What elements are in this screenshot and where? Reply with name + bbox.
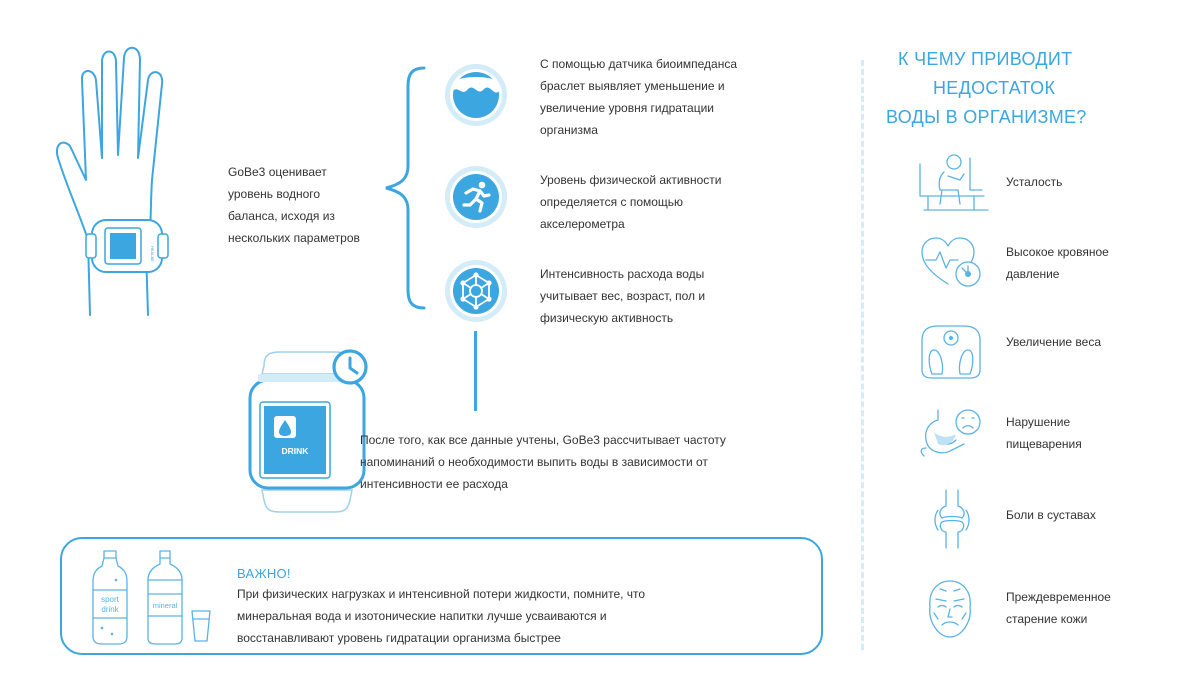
molecule-icon [445,260,507,322]
mineral-water-bottle-icon: mineral [147,550,183,645]
effect-weight-gain: Увеличение веса [912,320,1172,380]
stomach-icon [920,409,981,457]
hand-with-band-illustration: HEALBE [56,46,169,316]
band-screen-label: DRINK [282,446,310,456]
effect-label: Высокое кровяное давление [1006,245,1109,281]
bottle1-line2: drink [101,605,119,614]
clock-icon [332,349,368,385]
important-title: ВАЖНО! [237,566,291,581]
effect-blood-pressure: Высокое кровяное давление [912,234,1172,294]
tired-person-icon [919,154,989,211]
sport-drink-bottle-icon: sport drink [92,550,128,645]
bottle1-line1: sport [101,595,120,604]
parameter-text: С помощью датчика биоимпеданса браслет в… [540,57,738,137]
band-brand: HEALBE [278,466,312,473]
scale-feet-icon [921,325,981,379]
band-side-brand: HEALBE [150,246,155,262]
water-wave-icon [445,64,507,126]
important-text: При физических нагрузках и интенсивной п… [237,587,646,645]
heart-pressure-icon [921,237,981,287]
effect-digestion: Нарушение пищеварения [912,404,1172,464]
connector-line [474,331,477,411]
aging-face-icon [929,580,971,638]
running-person-icon [445,166,507,228]
effect-fatigue: Усталость [912,150,1172,211]
reminder-text: После того, как все данные учтены, GoBe3… [360,433,726,491]
hand-text: GoBe3 оценивает уровень водного баланса,… [228,165,360,245]
curly-brace [385,66,426,310]
right-title-line3: ВОДЫ В ОРГАНИЗМЕ? [886,107,1087,127]
effect-joint-pain: Боли в суставах [912,488,1172,549]
effect-label: Преждевременное старение кожи [1006,590,1111,626]
important-box: sport drink mineral ВАЖНО! При физически… [60,537,823,655]
effect-label: Боли в суставах [1006,508,1096,522]
parameter-text: Интенсивность расхода воды учитывает вес… [540,267,706,325]
glass-icon [191,610,211,642]
knee-joint-icon [934,489,970,549]
parameter-bioimpedance: С помощью датчика биоимпеданса браслет в… [444,57,764,141]
effect-label: Увеличение веса [1006,335,1102,349]
bottle2-label: mineral [153,601,178,610]
parameter-intensity: Интенсивность расхода воды учитывает вес… [444,259,764,329]
dashed-divider [861,60,864,650]
effect-label: Нарушение пищеварения [1006,415,1082,451]
effect-label: Усталость [1006,175,1063,189]
parameter-activity: Уровень физической активности определяет… [444,165,764,235]
band-drink-illustration: DRINK HEALBE [248,351,366,513]
effect-skin-aging: Преждевременное старение кожи [912,577,1172,638]
right-title-line1: К ЧЕМУ ПРИВОДИТ [898,49,1073,69]
parameter-text: Уровень физической активности определяет… [540,173,722,231]
right-title-line2: НЕДОСТАТОК [933,78,1056,98]
